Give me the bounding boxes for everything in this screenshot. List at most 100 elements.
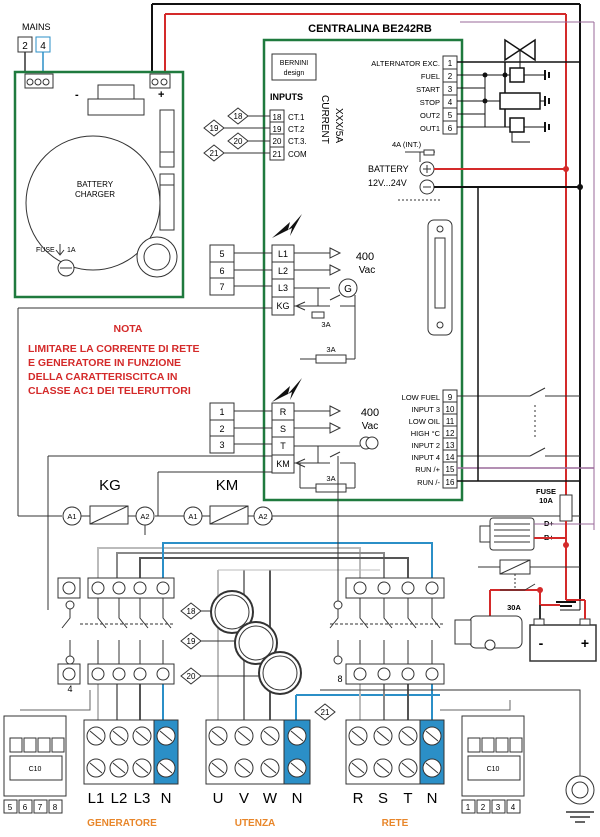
- battery-fuse: 4A (INT.): [392, 140, 422, 149]
- rete-terminal-label: N: [427, 790, 438, 807]
- ct-terminal-num: 19: [273, 125, 282, 134]
- ct-terminal-label: CT.1: [288, 113, 305, 122]
- terminal-label: INPUT 4: [411, 453, 440, 462]
- ct-terminal-label: CT.3.: [288, 137, 307, 146]
- mains-input: 2: [219, 424, 224, 434]
- charger-label: CHARGER: [75, 190, 115, 199]
- gen-unit: Vac: [359, 265, 376, 276]
- gen-input: 7: [219, 282, 224, 292]
- ct-marker: 18: [187, 607, 196, 616]
- fuse-main-label: FUSE: [536, 487, 556, 496]
- mains-input: 3: [219, 440, 224, 450]
- main-battery-icon: [529, 618, 597, 662]
- terminal-num: 5: [448, 111, 453, 120]
- starter-motor-icon: [454, 615, 523, 651]
- mains-terminal: 4: [40, 41, 46, 52]
- gen-voltage: 400: [356, 251, 374, 263]
- a2-label: A2: [140, 512, 149, 521]
- nota-title: NOTA: [113, 323, 143, 335]
- fuse-arrow-icon: [55, 244, 65, 256]
- ct-marker: 21: [210, 149, 219, 158]
- aux-number: 4: [67, 684, 72, 694]
- breaker-num: 6: [23, 803, 28, 812]
- utenza-terminals: [205, 719, 311, 785]
- terminal-num: 13: [446, 441, 455, 450]
- mains-label: MAINS: [22, 22, 51, 32]
- fuse-rating: 3A: [326, 474, 335, 483]
- terminal-num: 10: [446, 405, 455, 414]
- terminal-label: INPUT 3: [411, 405, 440, 414]
- mains-input: 1: [219, 407, 224, 417]
- terminal-num: 11: [446, 417, 455, 426]
- generatore-terminals: [83, 719, 179, 785]
- terminal-num: 12: [446, 429, 455, 438]
- contactor-kg-label: KG: [99, 477, 121, 494]
- kg-contactor: [57, 577, 175, 685]
- terminal-label: RUN /-: [417, 478, 440, 487]
- brand-name: BERNINI: [280, 60, 308, 67]
- rete-terminal-label: S: [378, 790, 388, 807]
- utenza-terminal-label: N: [292, 790, 303, 807]
- right-terminals-top: [442, 38, 580, 143]
- terminal-num: 1: [448, 59, 453, 68]
- generator-symbol-icon: G: [344, 284, 352, 295]
- fuse-label: FUSE: [36, 247, 55, 254]
- terminal-label: FUEL: [421, 72, 440, 81]
- gen-terminal: KG: [276, 301, 289, 311]
- terminal-num: 2: [448, 72, 453, 81]
- gen-input: 5: [219, 249, 224, 259]
- breaker-num: 1: [466, 803, 471, 812]
- breaker-num: 7: [38, 803, 43, 812]
- brand-sub: design: [284, 70, 305, 77]
- nota-line: E GENERATORE IN FUNZIONE: [28, 357, 182, 369]
- gen-terminal: L1: [278, 249, 288, 259]
- breaker-label: C10: [29, 766, 42, 773]
- lightning-icon: [272, 378, 302, 402]
- ground-icon: [565, 760, 595, 823]
- contactor-wiring: [17, 307, 272, 610]
- terminal-label: HIGH °C: [411, 429, 441, 438]
- mains-terminal: S: [280, 424, 286, 434]
- relay-fuse-label: 30A: [507, 603, 521, 612]
- terminal-num: 4: [448, 98, 453, 107]
- inputs-title: INPUTS: [270, 92, 303, 102]
- terminal-num: 16: [446, 478, 455, 487]
- mains-terminal: KM: [276, 459, 290, 469]
- top-wires: [151, 3, 595, 600]
- terminal-label: LOW FUEL: [402, 393, 440, 402]
- ct-marker: 19: [187, 637, 196, 646]
- generatore-terminal-label: N: [161, 790, 172, 807]
- ct-terminal-num: 20: [273, 137, 282, 146]
- terminal-label: RUN /+: [415, 465, 440, 474]
- current-label: XXX/5A: [333, 108, 344, 143]
- fuse-10a: [559, 494, 573, 522]
- breaker-num: 5: [8, 803, 13, 812]
- gen-input: 6: [219, 266, 224, 276]
- gen-block: [209, 244, 358, 364]
- ct-marker: 20: [187, 672, 196, 681]
- mains-unit: Vac: [362, 421, 379, 432]
- charger-label: BATTERY: [77, 180, 114, 189]
- generatore-terminal-label: L1: [88, 790, 105, 807]
- fuse-rating: 3A: [321, 320, 330, 329]
- brand-logo: [271, 53, 317, 81]
- ct-marker: 18: [234, 112, 243, 121]
- mains-terminal: T: [280, 441, 286, 451]
- mains-terminal: R: [280, 407, 287, 417]
- terminal-num: 6: [448, 124, 453, 133]
- terminal-label: OUT1: [420, 124, 440, 133]
- nota-line: LIMITARE LA CORRENTE DI RETE: [28, 343, 200, 355]
- current-label: CURRENT: [319, 95, 330, 144]
- a2-label: A2: [258, 512, 267, 521]
- breaker-right: [461, 715, 525, 814]
- ct-marker: 19: [210, 124, 219, 133]
- breaker-num: 3: [496, 803, 501, 812]
- lightning-icon: [272, 214, 302, 238]
- charger-plus: +: [158, 89, 164, 101]
- rete-terminal-label: R: [353, 790, 364, 807]
- breaker-num: 2: [481, 803, 486, 812]
- battery-label: BATTERY: [368, 164, 409, 174]
- utenza-terminal-label: V: [239, 790, 249, 807]
- terminal-num: 9: [448, 393, 453, 402]
